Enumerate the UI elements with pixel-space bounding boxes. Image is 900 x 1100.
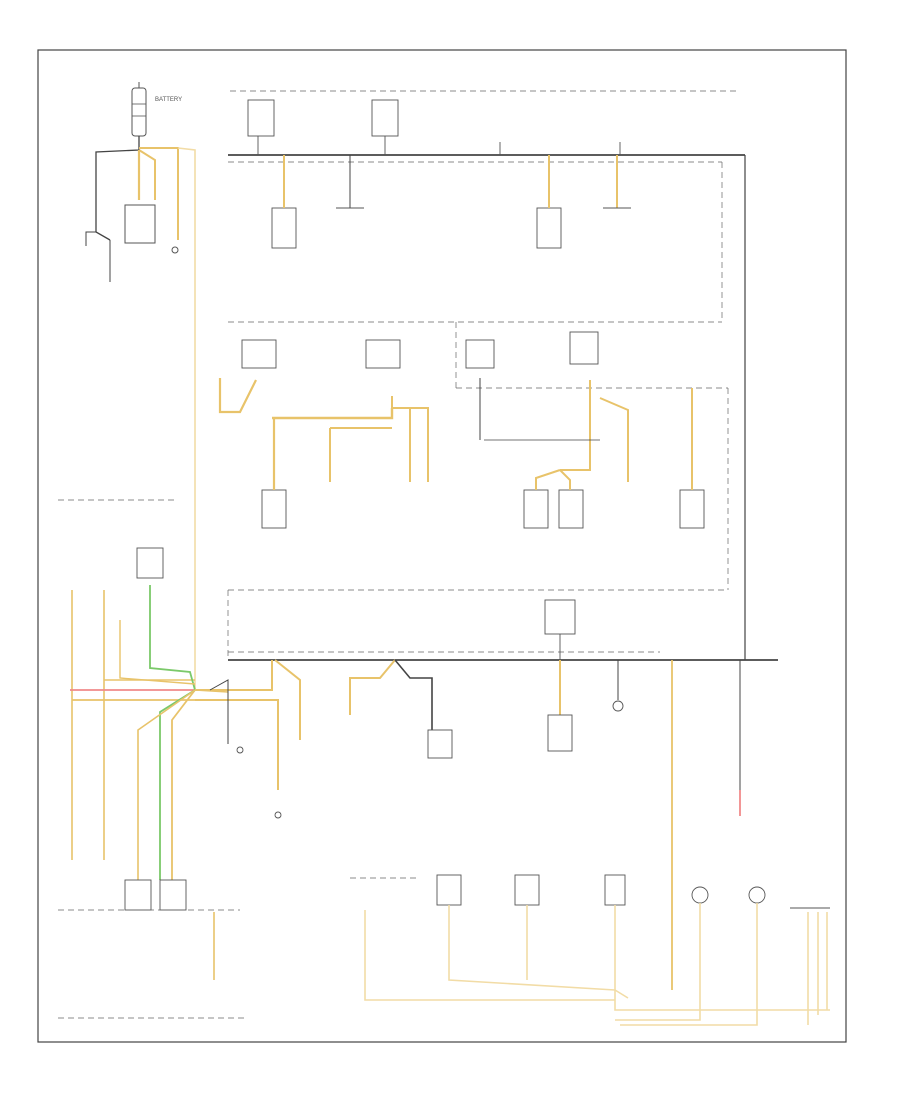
top-row-components xyxy=(247,99,621,249)
lower-bus-drops xyxy=(274,659,741,990)
battery-label: BATTERY xyxy=(155,97,182,103)
lower-bus-components xyxy=(427,700,624,759)
bottom-right-components xyxy=(350,874,830,909)
middle-section-frames xyxy=(228,322,729,591)
diagram-frame xyxy=(37,49,847,1043)
middle-relays xyxy=(241,331,705,529)
left-bundle xyxy=(58,499,279,880)
battery-wires xyxy=(85,136,196,690)
fuse-block xyxy=(124,204,156,244)
bottom-right-harness xyxy=(364,903,830,1026)
left-bottom-components xyxy=(58,746,282,1019)
top-row-drops xyxy=(283,155,631,209)
middle-wires xyxy=(218,378,693,490)
top-bus xyxy=(228,90,746,660)
junction-dot xyxy=(171,246,179,254)
lower-bus xyxy=(227,590,778,661)
battery-symbol xyxy=(131,82,147,137)
lower-relay-box xyxy=(544,599,576,635)
